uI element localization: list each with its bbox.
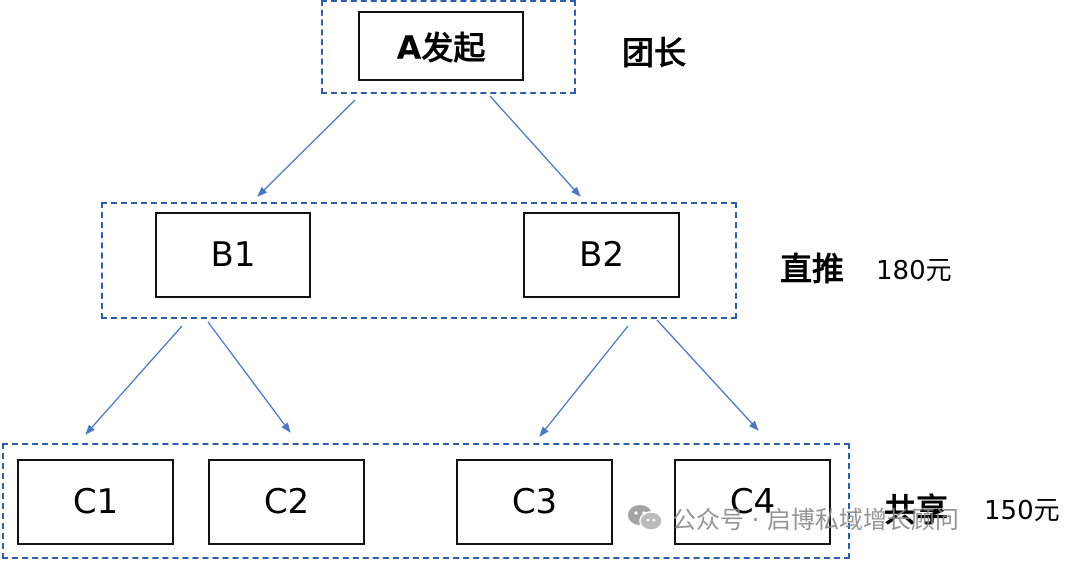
node-c4: C4 [674,459,831,545]
edge-a-b2 [489,95,581,197]
label-direct: 直推 [780,250,845,288]
group-level-b [101,202,737,319]
node-a: A发起 [358,11,524,81]
edge-b1-c2 [207,321,291,433]
group-level-c [2,443,850,559]
group-level-a [321,0,576,94]
wechat-icon [628,504,663,531]
node-b1: B1 [155,212,311,298]
node-c2: C2 [208,459,365,545]
edge-a-b1 [257,99,356,197]
edge-b2-c3 [539,325,629,437]
label-share-amount: 150元 [984,496,1060,526]
watermark: 公众号 · 启博私域增长顾问 [626,500,959,535]
edge-b1-c1 [85,325,183,435]
node-c3: C3 [456,459,613,545]
label-share: 共享 [884,491,949,529]
label-leader: 团长 [622,34,687,72]
edge-b2-c4 [656,319,759,431]
node-c1: C1 [17,459,174,545]
label-direct-amount: 180元 [876,256,952,286]
watermark-text: 公众号 · 启博私域增长顾问 [672,506,959,534]
node-b2: B2 [523,212,680,298]
